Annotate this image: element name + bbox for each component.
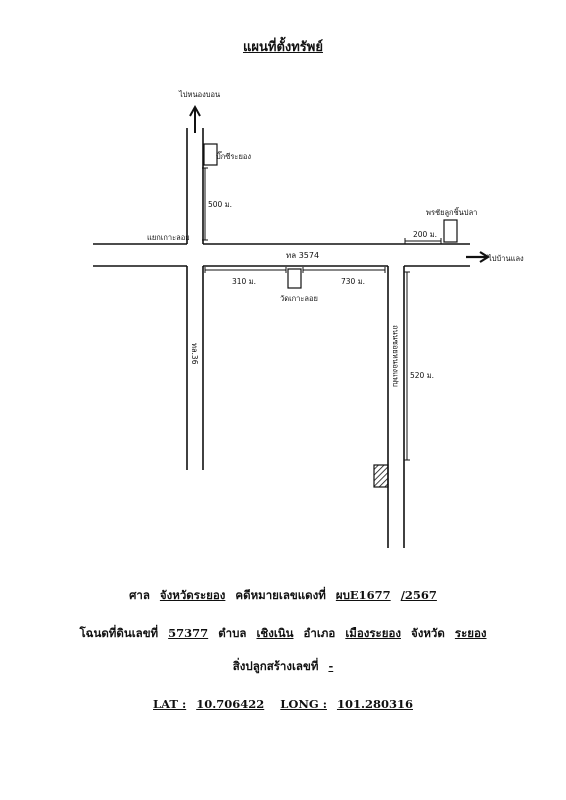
- amphoe-value: เมืองระยอง: [345, 626, 401, 640]
- big-c-marker: [203, 143, 218, 166]
- long-label: LONG :: [280, 697, 327, 711]
- dist-200-label: 200 ม.: [413, 230, 437, 239]
- lat-value: 10.706422: [196, 697, 265, 711]
- ta-phayom-junction-label: แยกเกาะลอย: [147, 233, 190, 242]
- court-label: ศาล: [129, 588, 150, 602]
- dist-730-label: 730 ม.: [341, 277, 365, 286]
- north-arrow-icon: [189, 104, 201, 133]
- dist-310-label: 310 ม.: [232, 277, 256, 286]
- measure-520: [404, 271, 410, 461]
- wat-ko-loi-marker: [287, 268, 302, 289]
- deed-line: โฉนดที่ดินเลขที่ 57377 ตำบล เชิงเนิน อำเ…: [0, 625, 566, 643]
- measure-500: [202, 167, 208, 241]
- road-36-label: ทล.36: [190, 343, 199, 365]
- to-nong-bon-label: ไปหนองบอน: [178, 90, 220, 99]
- coordinates-line: LAT : 10.706422 LONG : 101.280316: [0, 697, 566, 711]
- court-case-line: ศาล จังหวัดระยอง คดีหมายเลขแดงที่ ผบE167…: [0, 587, 566, 605]
- case-year: /2567: [400, 588, 437, 602]
- dist-500-label: 500 ม.: [208, 200, 232, 209]
- east-arrow-icon: [466, 251, 491, 263]
- case-number: ผบE1677: [335, 588, 391, 602]
- building-label: สิ่งปลูกสร้างเลขที่: [232, 659, 319, 673]
- wat-ko-loi-label: วัดเกาะลอย: [280, 294, 318, 303]
- to-ban-laeng-label: ไปบ้านแลง: [487, 254, 524, 263]
- fish-shop-label: พรชัยลูกชิ้นปลา: [426, 207, 477, 217]
- amphoe-label: อำเภอ: [303, 626, 336, 640]
- case-label: คดีหมายเลขแดงที่: [235, 588, 326, 602]
- long-value: 101.280316: [336, 697, 413, 711]
- deed-label: โฉนดที่ดินเลขที่: [79, 626, 159, 640]
- measure-730: [302, 267, 386, 273]
- court-value: จังหวัดระยอง: [159, 588, 226, 602]
- tambon-label: ตำบล: [218, 626, 247, 640]
- soi-label: ถนนซอยหนองแฟบ: [391, 325, 400, 387]
- page-title: แผนที่ตั้งทรัพย์: [243, 40, 323, 55]
- building-line: สิ่งปลูกสร้างเลขที่ -: [0, 658, 566, 676]
- measure-200: [404, 238, 442, 244]
- lat-label: LAT :: [153, 697, 187, 711]
- tambon-value: เชิงเนิน: [256, 626, 294, 640]
- road-3574-label: ทล 3574: [286, 251, 319, 260]
- property-marker: [373, 464, 389, 488]
- province-label: จังหวัด: [411, 626, 445, 640]
- deed-number: 57377: [168, 626, 209, 640]
- big-c-label: บิ๊กซีระยอง: [216, 151, 252, 161]
- fish-shop-marker: [443, 219, 458, 243]
- measure-310: [204, 267, 287, 273]
- building-number: -: [328, 659, 334, 673]
- dist-520-label: 520 ม.: [410, 371, 434, 380]
- province-value: ระยอง: [454, 626, 487, 640]
